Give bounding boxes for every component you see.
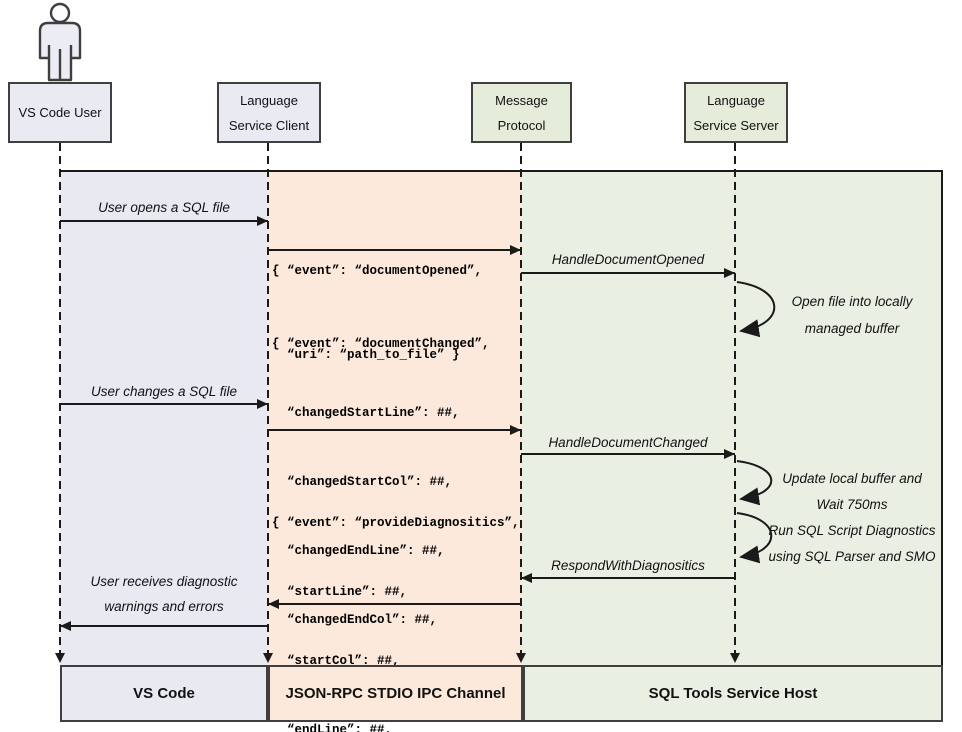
lane-band-ipc-channel: [268, 172, 521, 665]
lane-label: SQL Tools Service Host: [648, 685, 818, 702]
lifeline-protocol: [520, 143, 522, 655]
message-arrow-respond-diagnostics: [521, 573, 735, 583]
message-label-handle-opened: HandleDocumentOpened: [551, 252, 705, 267]
lane-box-ipc-channel: JSON-RPC STDIO IPC Channel: [268, 665, 523, 722]
note-update-buffer-line1: Update local buffer and: [782, 471, 922, 486]
lane-label: JSON-RPC STDIO IPC Channel: [285, 685, 506, 702]
note-open-buffer-line1: Open file into locally: [791, 294, 913, 309]
lifeline-end-arrow-user: [55, 653, 65, 663]
lane-label: VS Code: [133, 685, 195, 702]
payload-provide-diagnostics: { “event”: “provideDiagnositics”, “start…: [272, 516, 520, 732]
payload-document-opened: { “event”: “documentOpened”, “uri”: “pat…: [272, 264, 483, 362]
lifeline-end-arrow-client: [263, 653, 273, 663]
lane-band-vscode: [60, 172, 268, 665]
lifeline-server: [734, 143, 736, 655]
message-label-change-file: User changes a SQL file: [90, 384, 238, 399]
note-run-diagnostics-line1: Run SQL Script Diagnostics: [768, 523, 936, 538]
message-label-receive-line2: warnings and errors: [104, 599, 224, 614]
message-arrow-diagnostics-to-client: [268, 599, 521, 609]
actor-label: Language: [707, 92, 765, 108]
lifeline-client: [267, 143, 269, 655]
message-arrow-document-changed: [268, 425, 521, 435]
note-open-buffer-line2: managed buffer: [804, 321, 900, 336]
actor-box-message-protocol: Message Protocol: [471, 82, 572, 143]
lifeline-end-arrow-protocol: [516, 653, 526, 663]
band-top-border: [60, 170, 943, 172]
lane-box-vscode: VS Code: [60, 665, 268, 722]
message-arrow-receive-diagnostics: [60, 621, 268, 631]
lane-band-service-host: [521, 172, 943, 665]
payload-document-changed: { “event”: “documentChanged”, “changedSt…: [272, 337, 512, 696]
lane-box-service-host: SQL Tools Service Host: [523, 665, 943, 722]
message-label-handle-changed: HandleDocumentChanged: [548, 435, 708, 450]
message-arrow-change-file: [60, 399, 268, 409]
actor-label: VS Code User: [18, 105, 102, 120]
actor-label: Service Server: [693, 117, 779, 133]
message-arrow-open-file: [60, 216, 268, 226]
actor-box-language-service-server: Language Service Server: [684, 82, 788, 143]
actor-label: Service Client: [228, 117, 310, 133]
actor-label: Protocol: [497, 117, 546, 133]
band-right-border: [941, 170, 943, 665]
message-label-respond-diagnostics: RespondWithDiagnositics: [551, 558, 705, 573]
note-update-buffer-line2: Wait 750ms: [816, 497, 888, 512]
message-label-open-file: User opens a SQL file: [98, 200, 230, 215]
lifeline-user: [59, 143, 61, 655]
message-label-receive-line1: User receives diagnostic: [90, 574, 238, 589]
actor-label: Message: [495, 92, 548, 108]
message-arrow-handle-opened: [521, 268, 735, 278]
user-actor-icon: [38, 2, 82, 82]
actor-label: Language: [240, 92, 298, 108]
lifeline-end-arrow-server: [730, 653, 740, 663]
note-run-diagnostics-line2: using SQL Parser and SMO: [768, 549, 936, 564]
message-arrow-document-opened: [268, 245, 521, 255]
actor-box-language-service-client: Language Service Client: [217, 82, 321, 143]
actor-box-vscode-user: VS Code User: [8, 82, 112, 143]
message-arrow-handle-changed: [521, 449, 735, 459]
